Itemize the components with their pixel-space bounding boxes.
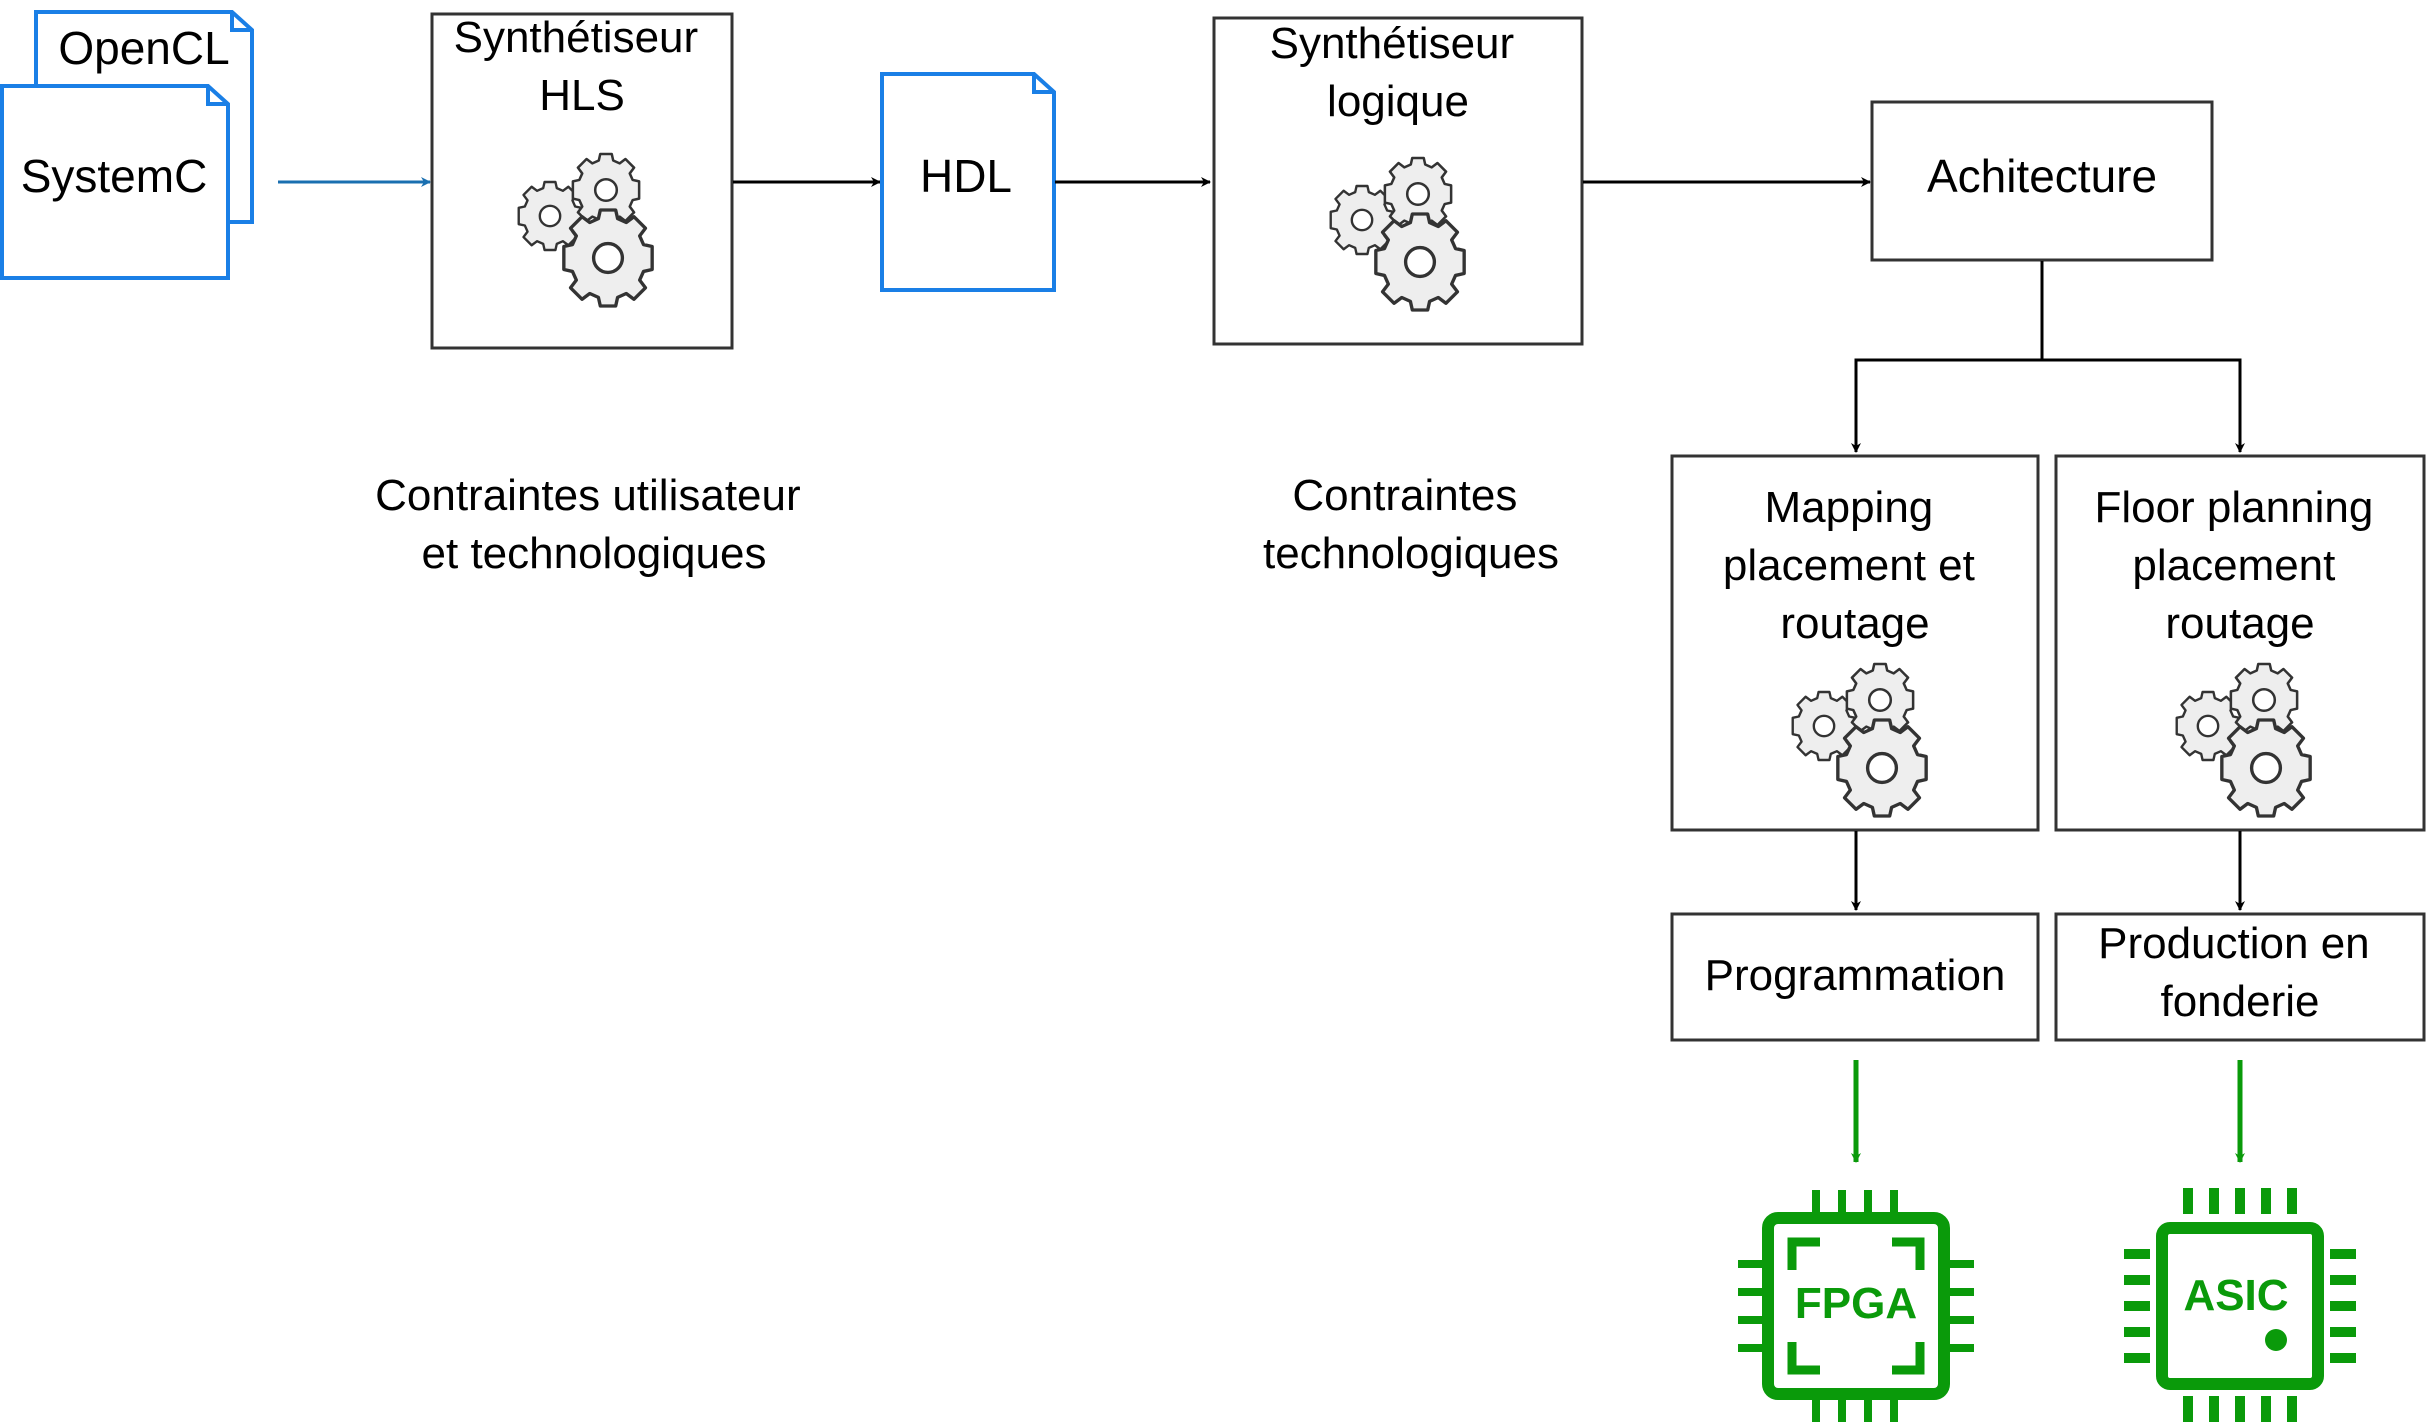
architecture-block: Achitecture [1870,100,2214,262]
systemc-document: SystemC [0,84,230,280]
fpga-chip: FPGA [1738,1190,1974,1422]
mapping-block: Mapping placement et routage [1670,454,2040,832]
programming-label: Programmation [1705,951,2006,1000]
logic-synthesizer-block: Synthétiseur logique [1212,16,1584,346]
mapping-title: Mapping placement et routage [1723,483,1987,648]
floorplan-title: Floor planning placement routage [2094,483,2385,648]
tech-constraints-note: Contraintes technologiques [1263,471,1559,578]
systemc-label: SystemC [21,150,208,202]
asic-chip: ASIC [2124,1188,2356,1422]
connector-architecture-split [1851,261,2044,453]
hls-title: Synthétiseur HLS [454,13,711,120]
logic-title: Synthétiseur logique [1270,19,1527,126]
hdl-label: HDL [920,150,1012,202]
connector-architecture-split-right [2042,358,2245,453]
programming-block: Programmation [1670,912,2040,1042]
floorplan-block: Floor planning placement routage [2054,454,2426,832]
architecture-label: Achitecture [1927,150,2157,202]
document-icon [880,72,1056,292]
chip-icon [1738,1190,1974,1422]
hdl-document: HDL [880,72,1056,292]
user-constraints-note: Contraintes utilisateur et technologique… [375,471,813,578]
production-block: Production en fonderie [2054,912,2426,1042]
chip-icon [2124,1188,2356,1422]
chip-dot-icon [2265,1329,2287,1351]
opencl-label: OpenCL [58,22,229,74]
hls-synthesizer-block: Synthétiseur HLS [430,12,734,350]
document-icon [0,84,230,280]
production-label: Production en fonderie [2098,919,2382,1026]
asic-label: ASIC [2183,1271,2288,1320]
fpga-label: FPGA [1795,1279,1917,1328]
